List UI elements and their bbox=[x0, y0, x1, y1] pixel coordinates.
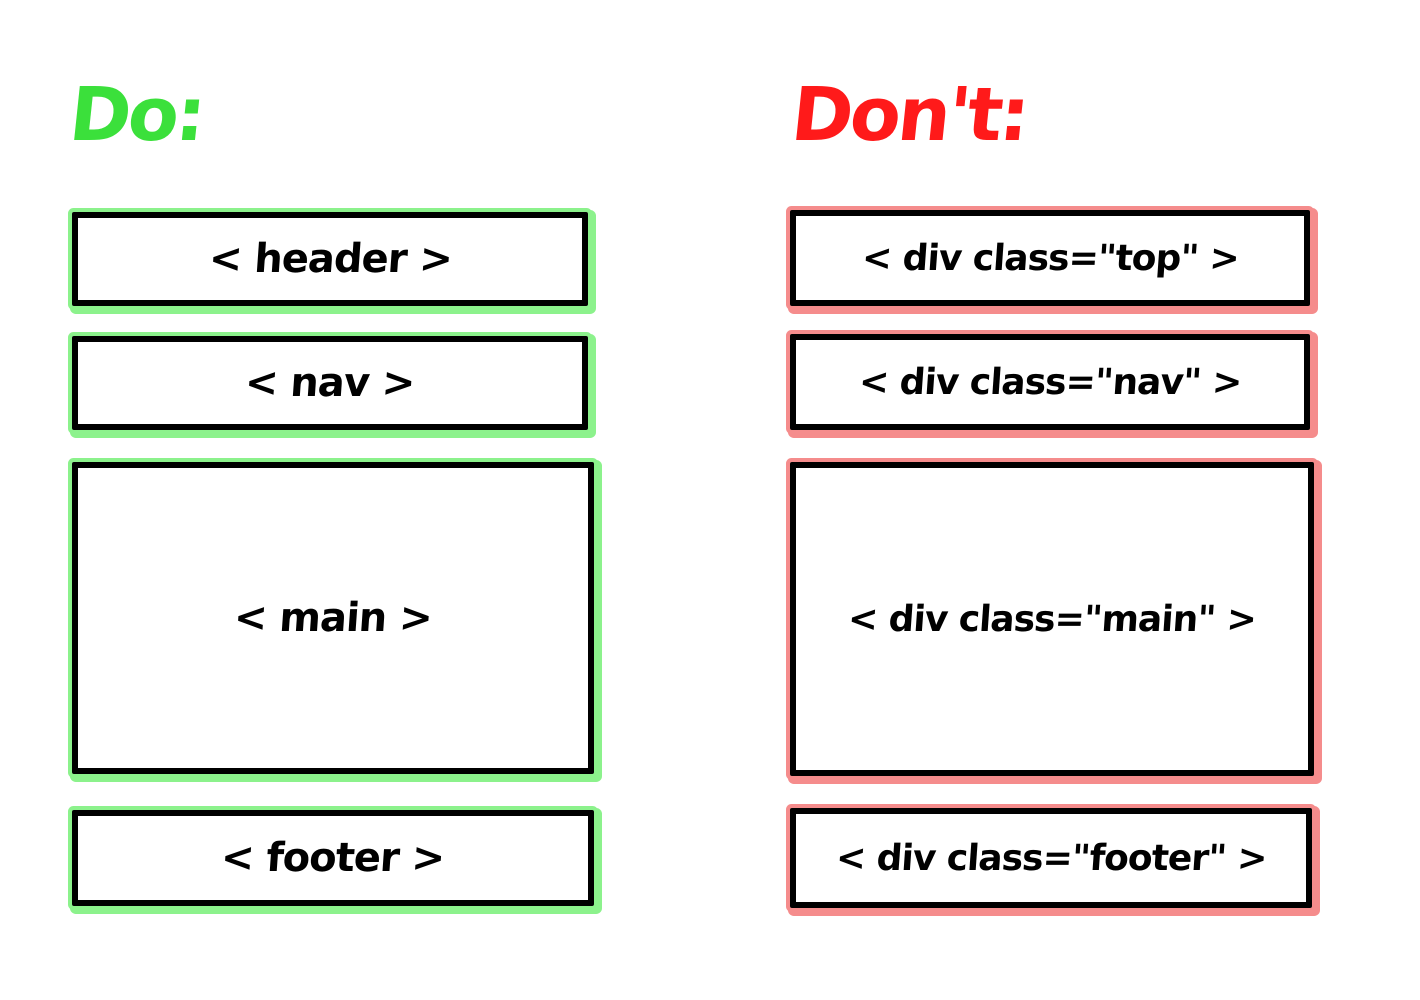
dont-footer-box: < div class="footer" > bbox=[790, 808, 1312, 908]
dont-title: Don't: bbox=[787, 72, 1032, 158]
dont-top-label: < div class="top" > bbox=[860, 237, 1240, 279]
do-main-label: < main > bbox=[232, 595, 434, 641]
dont-top-box: < div class="top" > bbox=[790, 210, 1310, 306]
dont-column: Don't: < div class="top" > < div class="… bbox=[710, 0, 1410, 1000]
do-main-box: < main > bbox=[72, 462, 594, 774]
do-header-label: < header > bbox=[206, 236, 454, 282]
dont-footer-label: < div class="footer" > bbox=[834, 837, 1268, 879]
do-column: Do: < header > < nav > < main > < footer… bbox=[0, 0, 700, 1000]
do-header-box: < header > bbox=[72, 212, 588, 306]
do-nav-box: < nav > bbox=[72, 336, 588, 430]
do-footer-label: < footer > bbox=[219, 835, 447, 881]
do-footer-box: < footer > bbox=[72, 810, 594, 906]
do-title: Do: bbox=[65, 72, 208, 158]
dont-nav-box: < div class="nav" > bbox=[790, 334, 1310, 430]
dont-main-box: < div class="main" > bbox=[790, 462, 1314, 776]
dont-nav-label: < div class="nav" > bbox=[857, 361, 1243, 403]
do-nav-label: < nav > bbox=[243, 360, 417, 406]
dont-main-label: < div class="main" > bbox=[846, 598, 1258, 640]
